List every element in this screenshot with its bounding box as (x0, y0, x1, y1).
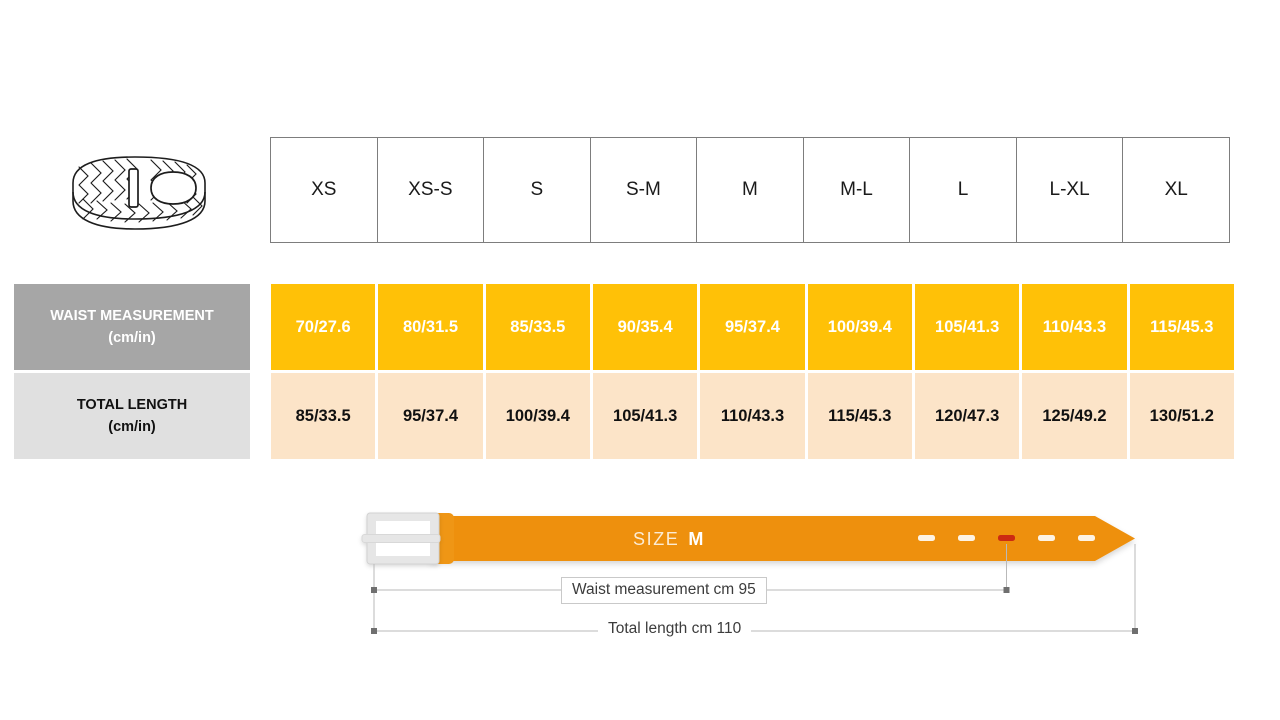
waist-dimension-label: Waist measurement cm 95 (561, 577, 767, 604)
size-header-cell: L (909, 137, 1017, 243)
total-length-value-cell: 100/39.4 (485, 373, 590, 459)
waist-value-cell: 100/39.4 (807, 284, 912, 370)
waist-value-cell: 95/37.4 (700, 284, 805, 370)
waist-measurement-row: WAIST MEASUREMENT (cm/in) 70/27.6 80/31.… (14, 284, 1234, 370)
waist-value-cell: 110/43.3 (1022, 284, 1127, 370)
belt-hole-highlighted (998, 535, 1015, 541)
waist-value-cell: 80/31.5 (378, 284, 483, 370)
waist-value-cells: 70/27.6 80/31.5 85/33.5 90/35.4 95/37.4 … (271, 284, 1234, 370)
total-length-dimension-line (371, 628, 1138, 634)
size-header-row: XS XS-S S S-M M M-L L L-XL XL (270, 137, 1230, 243)
total-length-value-cell: 105/41.3 (592, 373, 698, 459)
belt-buckle (361, 512, 441, 565)
waist-value-cell: 85/33.5 (485, 284, 590, 370)
total-length-value-cell: 110/43.3 (700, 373, 805, 459)
waist-value-cell: 90/35.4 (592, 284, 698, 370)
woven-belt-illustration (72, 156, 206, 230)
total-length-row: TOTAL LENGTH (cm/in) 85/33.5 95/37.4 100… (14, 373, 1234, 459)
waist-value-cell: 115/45.3 (1129, 284, 1234, 370)
size-header-cell: XS (270, 137, 378, 243)
waist-label-unit: (cm/in) (108, 330, 156, 346)
total-length-value-cell: 95/37.4 (378, 373, 483, 459)
total-length-label: TOTAL LENGTH (cm/in) (14, 373, 250, 459)
size-header-cell: M-L (802, 137, 911, 243)
belt-hole (958, 535, 975, 541)
total-length-value-cell: 125/49.2 (1022, 373, 1127, 459)
size-header-table: XS XS-S S S-M M M-L L L-XL XL (270, 137, 1230, 243)
belt-hole (1078, 535, 1095, 541)
size-header-cell: S-M (589, 137, 698, 243)
total-length-value-cell: 115/45.3 (807, 373, 912, 459)
total-length-value-cells: 85/33.5 95/37.4 100/39.4 105/41.3 110/43… (271, 373, 1234, 459)
size-header-cell: XL (1122, 137, 1230, 243)
size-header-cell: M (696, 137, 804, 243)
waist-label-text: WAIST MEASUREMENT (50, 307, 214, 324)
total-length-value-cell: 130/51.2 (1129, 373, 1234, 459)
size-header-cell: XS-S (376, 137, 485, 243)
dimension-leader-lines (373, 544, 1136, 634)
buckle-prong-bar (361, 534, 441, 543)
size-header-cell: S (483, 137, 591, 243)
total-length-dimension-label: Total length cm 110 (598, 618, 752, 640)
belt-hole (1038, 535, 1055, 541)
total-length-value-cell: 85/33.5 (271, 373, 376, 459)
waist-value-cell: 105/41.3 (914, 284, 1020, 370)
size-header-cell: L-XL (1015, 137, 1124, 243)
belt-holes (918, 535, 1095, 541)
total-length-label-text: TOTAL LENGTH (76, 396, 188, 413)
belt-strap (430, 516, 1135, 561)
belt-measurement-diagram (361, 512, 1138, 634)
belt-hole (918, 535, 935, 541)
waist-measurement-label: WAIST MEASUREMENT (cm/in) (14, 284, 250, 370)
total-length-label-unit: (cm/in) (108, 419, 156, 435)
total-length-value-cell: 120/47.3 (914, 373, 1020, 459)
waist-value-cell: 70/27.6 (271, 284, 376, 370)
